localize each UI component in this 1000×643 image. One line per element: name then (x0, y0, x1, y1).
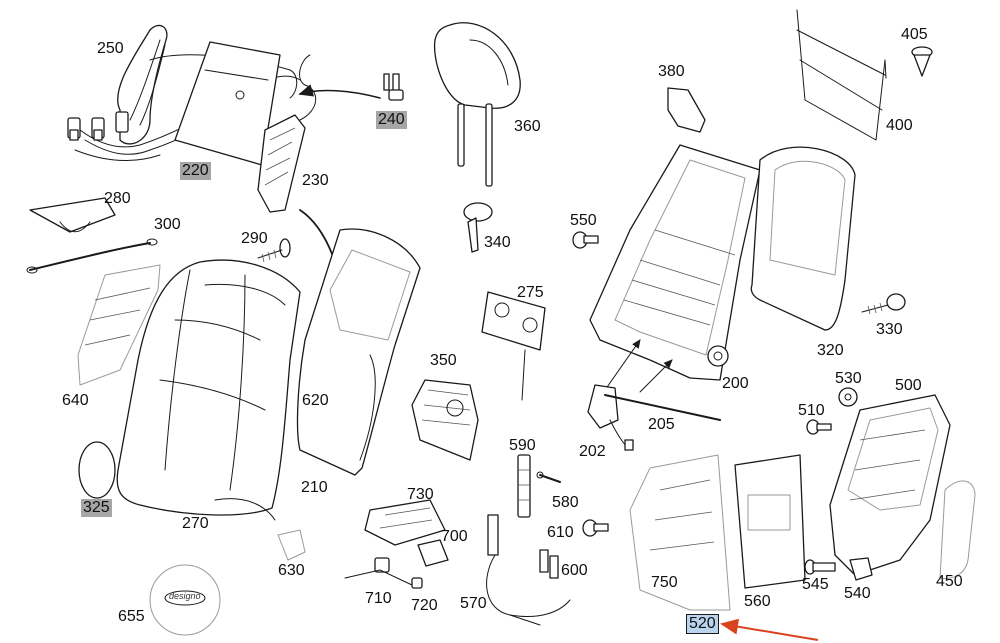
part-label-655: 655 (118, 608, 145, 625)
part-label-405: 405 (901, 26, 928, 43)
part-label-540: 540 (844, 585, 871, 602)
screw-550 (572, 231, 599, 249)
designo-emblem-text: designo (169, 591, 201, 601)
part-label-220: 220 (180, 162, 211, 180)
part-label-330: 330 (876, 321, 903, 338)
motor-unit-275 (481, 291, 546, 401)
switch-700 (417, 539, 449, 567)
part-label-450: 450 (936, 573, 963, 590)
trim-piece-630 (277, 529, 306, 561)
part-label-640: 640 (62, 392, 89, 409)
part-label-200: 200 (722, 375, 749, 392)
switch-710 (344, 557, 413, 586)
part-label-570: 570 (460, 595, 487, 612)
part-label-275: 275 (517, 284, 544, 301)
part-label-230: 230 (302, 172, 329, 189)
pointer-arrow (720, 618, 819, 641)
part-label-700: 700 (441, 528, 468, 545)
part-label-400: 400 (886, 117, 913, 134)
screw-330 (861, 293, 906, 315)
screw-405 (911, 46, 933, 77)
support-plate-560 (734, 454, 806, 589)
screw-610 (582, 519, 609, 537)
part-label-250: 250 (97, 40, 124, 57)
cover-wedge-280 (29, 197, 116, 233)
connector-strip-590 (517, 454, 531, 518)
clip-540 (849, 557, 873, 581)
seat-logo-325 (78, 441, 116, 499)
knob-340 (463, 202, 493, 253)
part-label-530: 530 (835, 370, 862, 387)
part-label-520-highlighted[interactable]: 520 (686, 614, 719, 634)
part-label-350: 350 (430, 352, 457, 369)
part-label-325: 325 (81, 499, 112, 517)
wire-frame-400 (796, 9, 887, 141)
headrest-360 (433, 22, 521, 187)
part-label-290: 290 (241, 230, 268, 247)
actuator-202 (587, 384, 634, 451)
part-label-610: 610 (547, 524, 574, 541)
part-label-280: 280 (104, 190, 131, 207)
fittings-600 (539, 549, 559, 579)
part-label-360: 360 (514, 118, 541, 135)
part-label-560: 560 (744, 593, 771, 610)
part-label-210: 210 (301, 479, 328, 496)
screw-510 (806, 419, 832, 435)
part-label-340: 340 (484, 234, 511, 251)
part-label-510: 510 (798, 402, 825, 419)
part-label-500: 500 (895, 377, 922, 394)
screw-290 (257, 238, 291, 263)
part-label-730: 730 (407, 486, 434, 503)
clip-240 (298, 73, 404, 101)
lumbar-pad-750 (629, 454, 731, 611)
side-trim-450 (939, 480, 976, 579)
backrest-frame-200 (589, 144, 761, 393)
side-panel-640 (77, 264, 161, 386)
pin-580 (536, 471, 561, 483)
part-label-750: 750 (651, 574, 678, 591)
bracket-380 (667, 87, 706, 133)
rod-205 (604, 394, 721, 421)
part-label-580: 580 (552, 494, 579, 511)
part-label-202: 202 (579, 443, 606, 460)
part-label-380: 380 (658, 63, 685, 80)
screw-545 (804, 559, 836, 575)
part-label-205: 205 (648, 416, 675, 433)
part-label-240: 240 (376, 111, 407, 129)
part-label-630: 630 (278, 562, 305, 579)
part-label-320: 320 (817, 342, 844, 359)
switch-730 (364, 499, 446, 546)
motor-350 (411, 379, 479, 461)
backrest-cushion-270 (116, 259, 301, 521)
side-shell-500 (829, 394, 951, 576)
part-label-270: 270 (182, 515, 209, 532)
wire-harness-570 (486, 514, 571, 626)
designo-emblem-655 (149, 564, 221, 636)
part-label-720: 720 (411, 597, 438, 614)
part-label-300: 300 (154, 216, 181, 233)
insulation-sheet-220 (174, 41, 281, 166)
part-label-710: 710 (365, 590, 392, 607)
part-label-545: 545 (802, 576, 829, 593)
part-label-550: 550 (570, 212, 597, 229)
back-cover-320 (750, 146, 856, 331)
part-label-600: 600 (561, 562, 588, 579)
cap-720 (411, 577, 423, 589)
bowden-cable-300 (26, 238, 158, 274)
part-label-620: 620 (302, 392, 329, 409)
part-label-590: 590 (509, 437, 536, 454)
seat-cover-210 (296, 228, 421, 476)
washer-530 (838, 387, 858, 407)
